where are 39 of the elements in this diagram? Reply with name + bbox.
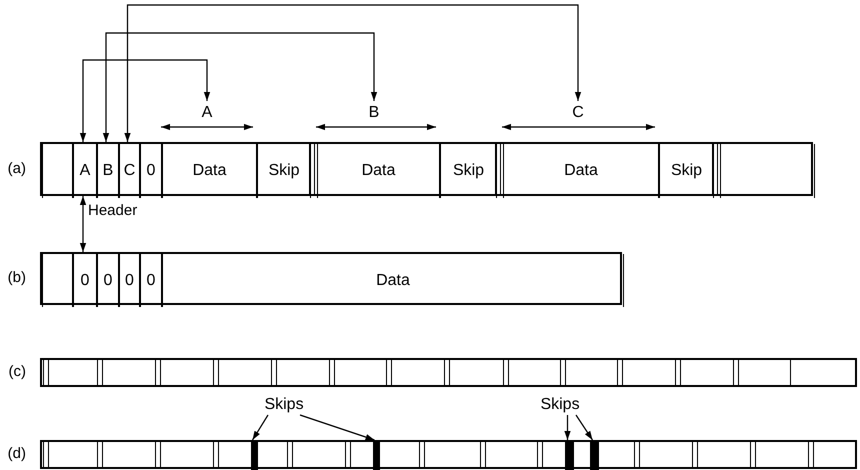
track-cell: A [73, 144, 97, 198]
track-cell: Skip [659, 144, 714, 198]
skip-block [251, 442, 258, 470]
row-label: (a) [8, 158, 26, 179]
track-cell: C [119, 144, 140, 198]
track-cell: Skip [440, 144, 497, 198]
connector-arrow [80, 196, 86, 252]
text-label: B [362, 103, 386, 123]
track-cell: 0 [140, 254, 162, 307]
text-label: Skips [534, 395, 586, 415]
track-cell: Data [162, 144, 257, 198]
leader-arrow [252, 414, 268, 440]
skip-block [373, 442, 380, 470]
connector-arrow [80, 59, 210, 142]
track-cell [42, 144, 73, 198]
leader-arrow [300, 414, 375, 441]
skip-block [565, 442, 574, 470]
track-cell: 0 [140, 144, 162, 198]
skip-block [590, 442, 599, 470]
row-label: (b) [8, 268, 26, 288]
connector-arrow [124, 4, 582, 142]
row-label: (c) [8, 362, 26, 382]
row-label: (d) [8, 444, 26, 464]
leader-arrow [576, 414, 593, 440]
leader-arrow [564, 415, 571, 440]
track-cell: B [97, 144, 119, 198]
track-cell: Data [503, 144, 659, 198]
track-cell: Data [162, 254, 624, 307]
track-cell: 0 [119, 254, 140, 307]
edge-label: Header [88, 203, 138, 218]
text-label: A [195, 103, 219, 123]
text-label: Skips [258, 395, 310, 415]
track-cell: 0 [73, 254, 97, 307]
text-label: C [566, 103, 590, 123]
track-cell: 0 [97, 254, 119, 307]
track-cell: Data [317, 144, 440, 198]
track-cell: Skip [257, 144, 311, 198]
track-cell [42, 254, 73, 307]
connector-arrow [102, 32, 378, 142]
